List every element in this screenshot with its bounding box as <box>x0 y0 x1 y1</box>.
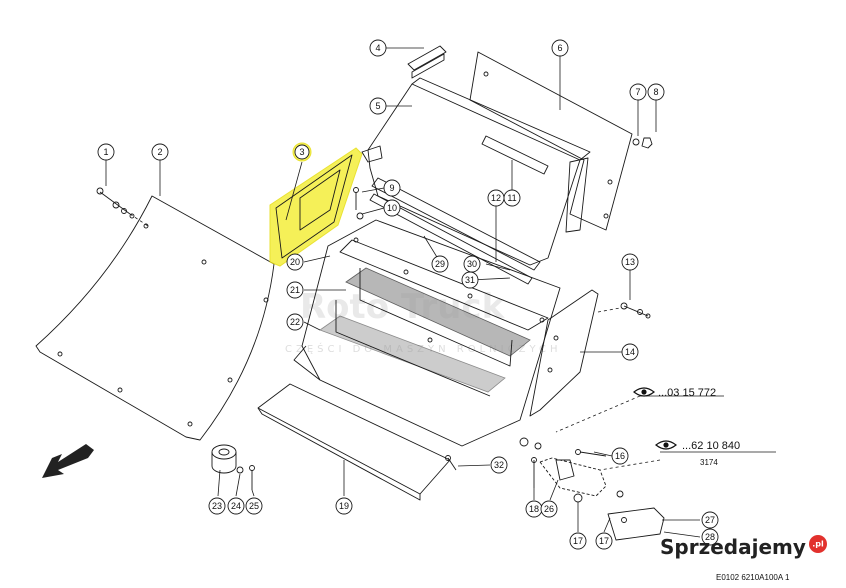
reference-b-code: ...62 10 840 <box>682 440 740 452</box>
svg-text:20: 20 <box>290 257 300 267</box>
svg-text:2: 2 <box>157 147 162 157</box>
svg-text:11: 11 <box>507 193 516 203</box>
svg-text:1: 1 <box>103 147 108 157</box>
callout-14: 14 <box>621 343 639 361</box>
part-7-8-washer-nut <box>632 137 653 149</box>
reference-b-sub: 3174 <box>700 458 718 467</box>
callout-18: 18 <box>525 500 543 518</box>
callout-22: 22 <box>286 313 304 331</box>
svg-text:17: 17 <box>573 536 583 546</box>
callout-3: 3 <box>292 142 312 162</box>
callout-13: 13 <box>621 253 639 271</box>
logo-text: Sprzedajemy <box>660 535 806 559</box>
svg-text:14: 14 <box>625 347 635 357</box>
callout-9: 9 <box>383 179 401 197</box>
svg-text:6: 6 <box>557 43 562 53</box>
svg-text:16: 16 <box>615 451 625 461</box>
callout-20: 20 <box>286 253 304 271</box>
callout-12: 12 <box>487 189 505 207</box>
svg-text:4: 4 <box>375 43 380 53</box>
callout-8: 8 <box>647 83 665 101</box>
arrow-down-left-icon <box>42 444 94 478</box>
callout-19: 19 <box>335 497 353 515</box>
callout-6: 6 <box>551 39 569 57</box>
callout-23: 23 <box>208 497 226 515</box>
callout-11: 11 <box>503 189 521 207</box>
part-3-highlighted-plate <box>269 147 363 267</box>
part-9-10-bolt <box>353 187 364 220</box>
callout-28: 28 <box>701 528 719 546</box>
part-20-21-22-lower-hopper <box>293 219 561 447</box>
reference-a-code: ...03 15 772 <box>658 387 716 399</box>
leader-lines <box>105 47 776 538</box>
svg-text:29: 29 <box>435 259 445 269</box>
callout-32: 32 <box>490 456 508 474</box>
logo-badge <box>809 535 827 553</box>
callout-25: 25 <box>245 497 263 515</box>
part-14-side-plate <box>529 289 599 417</box>
eye-icon <box>633 387 655 397</box>
logo-tld: .pl <box>812 540 824 549</box>
svg-text:24: 24 <box>231 501 241 511</box>
svg-text:32: 32 <box>494 460 504 470</box>
svg-text:8: 8 <box>653 87 658 97</box>
part-23-bushing <box>211 444 237 474</box>
callout-4: 4 <box>369 39 387 57</box>
part-6-side-plate <box>469 51 633 233</box>
callout-5: 5 <box>369 97 387 115</box>
svg-text:19: 19 <box>339 501 349 511</box>
callout-2: 2 <box>151 143 169 161</box>
svg-text:31: 31 <box>465 275 475 285</box>
assembly-lines <box>129 213 661 471</box>
part-2-side-panel <box>35 195 275 441</box>
eye-icon <box>655 440 677 450</box>
callout-17a: 17 <box>569 532 587 550</box>
callout-26: 26 <box>540 500 558 518</box>
part-1-bolt <box>96 187 135 219</box>
callout-17b: 17 <box>595 532 613 550</box>
callout-30: 30 <box>463 255 481 273</box>
part-32-pin <box>445 455 457 471</box>
callout-21: 21 <box>286 281 304 299</box>
callout-10: 10 <box>383 199 401 217</box>
svg-text:9: 9 <box>389 183 394 193</box>
part-11-12-rails <box>369 177 541 285</box>
svg-text:7: 7 <box>635 87 640 97</box>
svg-text:18: 18 <box>529 504 539 514</box>
part-25-bolt <box>249 465 255 490</box>
part-16-18-26-mechanism <box>519 437 624 503</box>
part-24-washer <box>236 466 244 474</box>
svg-text:23: 23 <box>212 501 222 511</box>
drawing-code: E0102 6210A100A 1 <box>716 573 790 582</box>
svg-text:5: 5 <box>375 101 380 111</box>
sprzedajemy-logo: Sprzedajemy .pl <box>660 535 827 559</box>
callout-29: 29 <box>431 255 449 273</box>
callout-24: 24 <box>227 497 245 515</box>
reference-b: ...62 10 840 3174 <box>655 440 740 467</box>
svg-text:12: 12 <box>491 193 501 203</box>
part-27-28-bracket <box>607 507 665 541</box>
svg-text:17: 17 <box>599 536 609 546</box>
svg-text:28: 28 <box>705 532 715 542</box>
callout-7: 7 <box>629 83 647 101</box>
part-4-strip <box>407 45 447 79</box>
svg-text:10: 10 <box>387 203 397 213</box>
svg-text:25: 25 <box>249 501 259 511</box>
part-13-bolt <box>620 302 651 319</box>
part-19-lower-flap <box>257 383 451 501</box>
svg-text:30: 30 <box>467 259 477 269</box>
callout-31: 31 <box>461 271 479 289</box>
reference-a: ...03 15 772 <box>633 387 716 399</box>
svg-text:21: 21 <box>290 285 300 295</box>
callout-1: 1 <box>97 143 115 161</box>
svg-text:22: 22 <box>290 317 300 327</box>
svg-text:13: 13 <box>625 257 635 267</box>
svg-text:26: 26 <box>544 504 554 514</box>
svg-text:27: 27 <box>705 515 715 525</box>
callout-27: 27 <box>701 511 719 529</box>
callout-16: 16 <box>611 447 629 465</box>
svg-text:3: 3 <box>299 147 304 157</box>
